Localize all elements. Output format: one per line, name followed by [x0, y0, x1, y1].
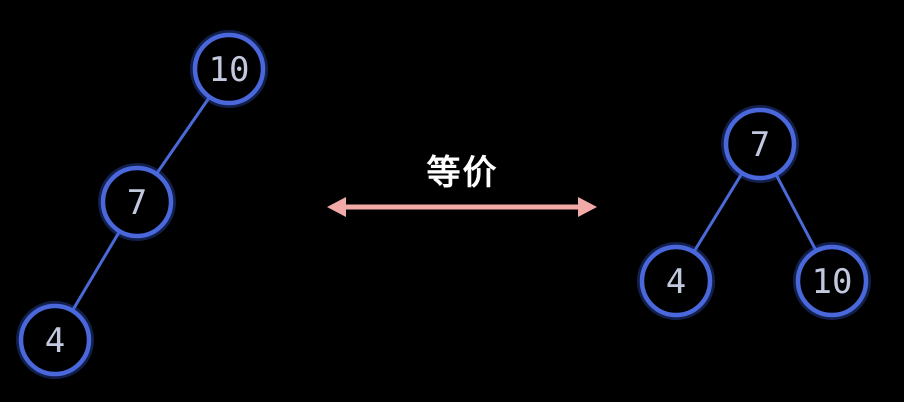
left-node-7-circle: [100, 165, 174, 239]
arrow-head-left: [327, 197, 346, 217]
right-node-7-circle: [723, 107, 797, 181]
left-node-10-label: 10: [209, 50, 250, 90]
bidirectional-arrow-icon: [327, 197, 597, 217]
left-node-4-circle: [18, 303, 92, 377]
right-node-4-label: 4: [666, 262, 686, 302]
left-node-4: 4: [16, 301, 94, 379]
right-node-10: 10: [793, 242, 871, 320]
left-node-7: 7: [98, 163, 176, 241]
left-node-7-label: 7: [127, 183, 147, 223]
arrow-head-right: [578, 197, 597, 217]
right-node-4: 4: [637, 242, 715, 320]
right-node-10-circle: [795, 244, 869, 318]
right-node-7: 7: [721, 105, 799, 183]
left-node-10-circle: [192, 32, 266, 106]
right-node-4-circle: [639, 244, 713, 318]
left-node-4-label: 4: [45, 321, 65, 361]
right-node-10-label: 10: [812, 262, 853, 302]
left-node-10: 10: [190, 30, 268, 108]
equivalence-label: 等价: [426, 153, 499, 193]
right-node-7-label: 7: [750, 125, 770, 165]
